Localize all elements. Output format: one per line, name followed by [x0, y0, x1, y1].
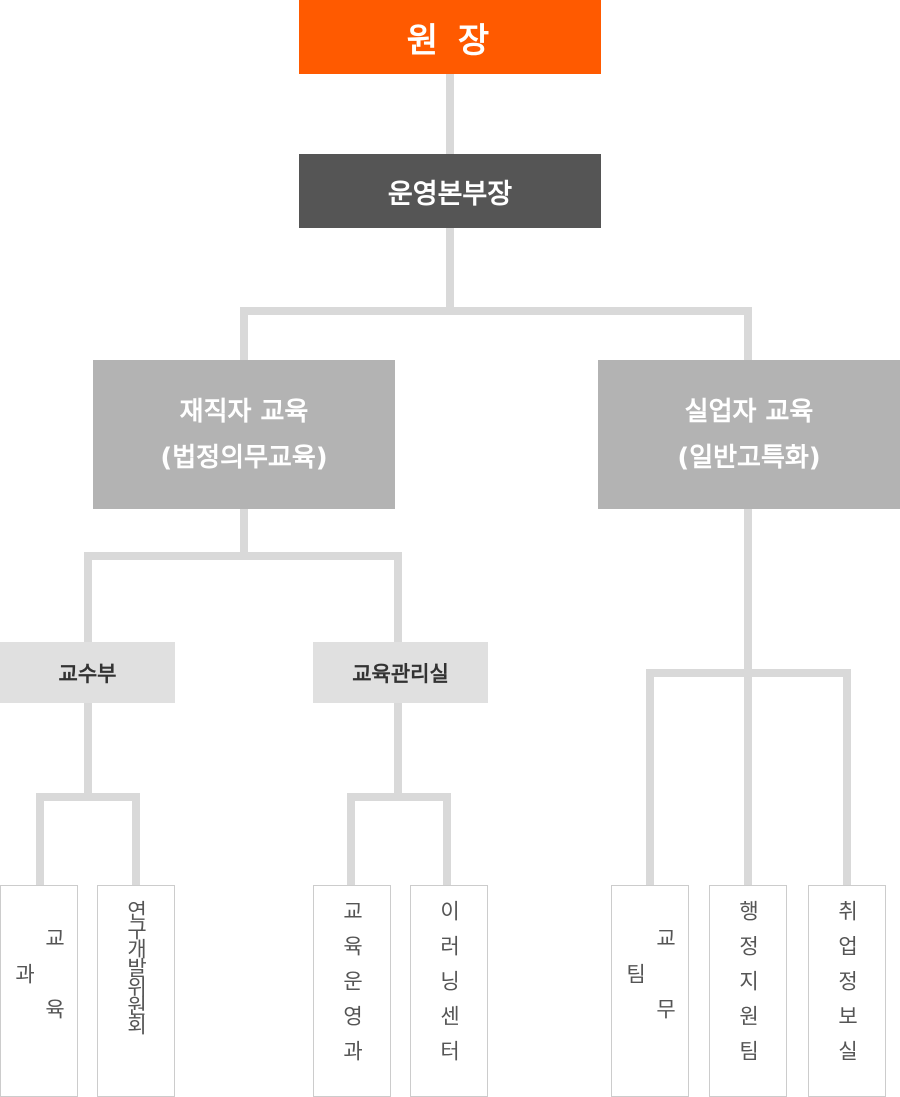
- team-rnd-committee-label: 연구개발위원회: [124, 900, 148, 1033]
- ops-head-label: 운영본부장: [387, 178, 513, 210]
- team-job-info-label: 취업정보실: [835, 900, 859, 1075]
- team-rnd-committee-box: 연구개발위원회: [97, 885, 175, 1097]
- team-edu-operation-box: 교육운영과: [313, 885, 391, 1097]
- branch-unemployed-line2: (일반고특화): [677, 442, 821, 473]
- director-label: 원 장: [406, 20, 494, 61]
- team-education-label: 교육과: [12, 927, 66, 1069]
- team-education-box: 교육과: [0, 885, 78, 1097]
- team-academic-box: 교무팀: [611, 885, 689, 1097]
- team-academic-label: 교무팀: [623, 927, 677, 1069]
- team-edu-operation-label: 교육운영과: [340, 900, 364, 1075]
- team-elearning-label: 이러닝센터: [437, 900, 461, 1075]
- team-admin-support-box: 행정지원팀: [709, 885, 787, 1097]
- branch-employed-box: 재직자 교육 (법정의무교육): [93, 360, 395, 509]
- branch-unemployed-box: 실업자 교육 (일반고특화): [598, 360, 900, 509]
- branch-employed-line2: (법정의무교육): [160, 442, 328, 473]
- team-job-info-box: 취업정보실: [808, 885, 886, 1097]
- branch-employed-line1: 재직자 교육: [179, 396, 309, 427]
- ops-head-box: 운영본부장: [299, 154, 601, 228]
- team-elearning-box: 이러닝센터: [410, 885, 488, 1097]
- department-edu-admin-label: 교육관리실: [352, 661, 449, 686]
- team-admin-support-label: 행정지원팀: [736, 900, 760, 1075]
- department-edu-admin-box: 교육관리실: [313, 642, 488, 703]
- department-faculty-box: 교수부: [0, 642, 175, 703]
- branch-unemployed-line1: 실업자 교육: [684, 396, 814, 427]
- director-box: 원 장: [299, 0, 601, 74]
- department-faculty-label: 교수부: [58, 661, 117, 686]
